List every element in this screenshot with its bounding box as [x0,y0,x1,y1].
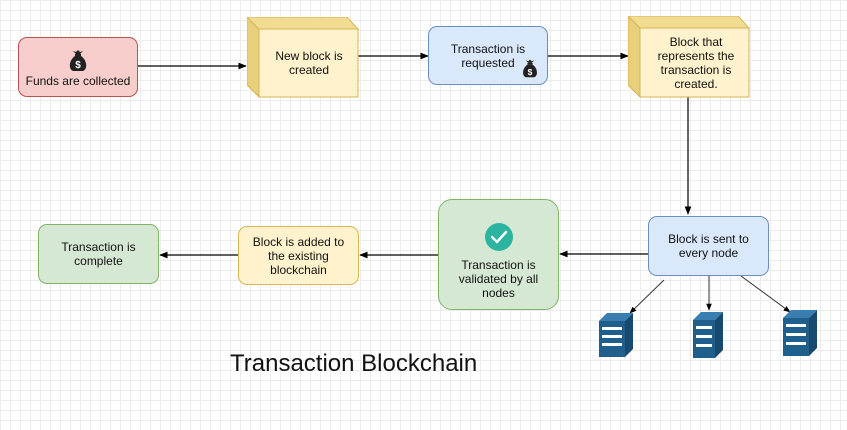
checkmark-icon [484,222,513,251]
money-bag-icon: $ [69,49,87,71]
server-icon [783,310,817,356]
node-block-sent-label: Block is sent to every node [668,232,749,260]
money-bag-icon: $ [523,59,537,78]
node-validated[interactable]: Transaction is validated by all nodes [438,199,559,310]
svg-text:$: $ [528,67,533,77]
server-icon [599,313,633,357]
node-new-block[interactable]: New block is created [247,17,359,98]
node-new-block-label: New block is created [275,49,343,77]
node-validated-label: Transaction is validated by all nodes [458,257,539,300]
node-block-added-label: Block is added to the existing blockchai… [252,234,345,277]
node-transaction-requested[interactable]: Transaction is requested $ [428,26,548,85]
node-block-represents-label: Block that represents the transaction is… [657,34,735,91]
node-transaction-complete[interactable]: Transaction is complete [38,224,159,284]
cube-shape [628,16,750,98]
arrow-sent-to-server-3 [740,275,791,313]
node-block-added[interactable]: Block is added to the existing blockchai… [238,226,359,285]
cube-shape [247,17,359,98]
node-transaction-complete-label: Transaction is complete [61,240,136,268]
diagram-title: Transaction Blockchain [230,350,478,377]
node-block-sent[interactable]: Block is sent to every node [648,216,769,276]
node-block-represents[interactable]: Block that represents the transaction is… [628,16,750,98]
node-funds-collected[interactable]: $ Funds are collected [18,37,138,97]
server-icon [693,312,723,358]
arrow-sent-to-server-1 [629,279,665,314]
node-funds-collected-label: Funds are collected [25,73,131,88]
svg-text:$: $ [75,60,81,71]
node-transaction-requested-label: Transaction is requested [450,41,526,70]
